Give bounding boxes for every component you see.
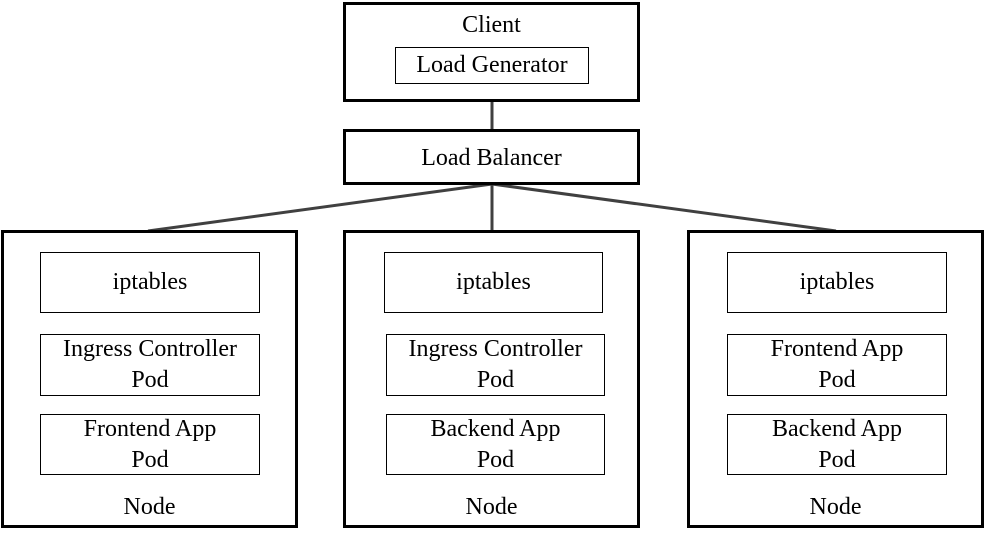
component-line: Backend App xyxy=(772,415,902,442)
component-line: Pod xyxy=(131,367,169,393)
component-line: Backend App xyxy=(430,415,561,442)
component-line: Ingress Controller xyxy=(63,336,237,362)
component-line: Pod xyxy=(818,446,856,473)
backend-app-pod-box: Backend App Pod xyxy=(386,414,605,475)
link-balancer-to-node-1 xyxy=(147,182,493,233)
iptables-box: iptables xyxy=(727,252,947,313)
frontend-app-pod-box: Frontend App Pod xyxy=(40,414,260,475)
client-title: Client xyxy=(462,12,521,38)
component-line: Ingress Controller xyxy=(408,336,583,362)
node-label: Node xyxy=(809,494,862,520)
frontend-app-pod-box: Frontend App Pod xyxy=(727,334,947,396)
component-line: iptables xyxy=(112,269,188,295)
iptables-box: iptables xyxy=(384,252,603,313)
component-line: iptables xyxy=(456,269,531,295)
component-line: Pod xyxy=(131,446,169,473)
ingress-controller-pod-box: Ingress Controller Pod xyxy=(40,334,260,396)
node-label: Node xyxy=(465,494,518,520)
component-line: Pod xyxy=(818,367,856,393)
link-balancer-to-node-3 xyxy=(491,182,837,233)
component-line: iptables xyxy=(799,269,875,295)
component-line: Frontend App xyxy=(770,336,904,362)
backend-app-pod-box: Backend App Pod xyxy=(727,414,947,475)
node-label: Node xyxy=(123,494,176,520)
component-line: Pod xyxy=(476,446,515,473)
load-generator-label: Load Generator xyxy=(416,52,568,78)
component-line: Pod xyxy=(476,367,515,393)
iptables-box: iptables xyxy=(40,252,260,313)
component-line: Frontend App xyxy=(83,415,217,442)
load-balancer-label: Load Balancer xyxy=(421,145,562,171)
load-generator-box: Load Generator xyxy=(395,47,589,84)
ingress-controller-pod-box: Ingress Controller Pod xyxy=(386,334,605,396)
load-balancer-box xyxy=(343,129,640,185)
